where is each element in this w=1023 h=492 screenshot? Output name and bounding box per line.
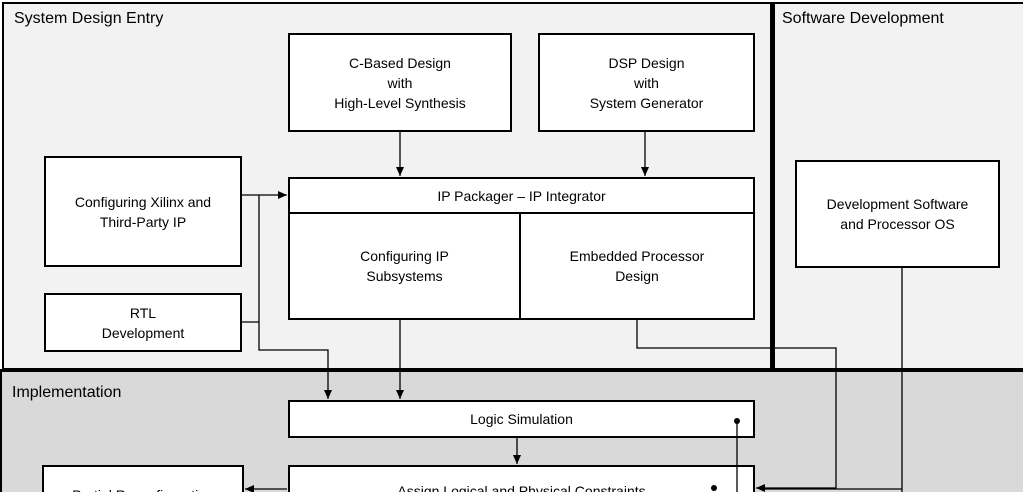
embedded-processor-design-cell: Embedded Processor Design bbox=[569, 248, 705, 284]
partial-reconfiguration-box: Partial Reconfiguration bbox=[42, 465, 244, 492]
configuring-ip-subsystems-cell: Configuring IP Subsystems bbox=[290, 214, 521, 318]
configuring-xilinx-ip-box: Configuring Xilinx and Third-Party IP bbox=[44, 156, 242, 267]
dsp-design-box: DSP Design with System Generator bbox=[538, 33, 755, 132]
c-based-design-box: C-Based Design with High-Level Synthesis bbox=[288, 33, 512, 132]
assign-constraints-box: Assign Logical and Physical Constraints bbox=[288, 465, 755, 492]
rtl-development-box: RTL Development bbox=[44, 293, 242, 352]
implementation-title: Implementation bbox=[12, 384, 122, 401]
development-software-box: Development Software and Processor OS bbox=[795, 160, 1000, 268]
system-design-entry-title: System Design Entry bbox=[14, 10, 164, 27]
ip-packager-header: IP Packager – IP Integrator bbox=[290, 179, 753, 214]
logic-simulation-box: Logic Simulation bbox=[288, 400, 755, 438]
software-development-title: Software Development bbox=[782, 10, 944, 27]
ip-packager-box: IP Packager – IP Integrator Configuring … bbox=[288, 177, 755, 320]
